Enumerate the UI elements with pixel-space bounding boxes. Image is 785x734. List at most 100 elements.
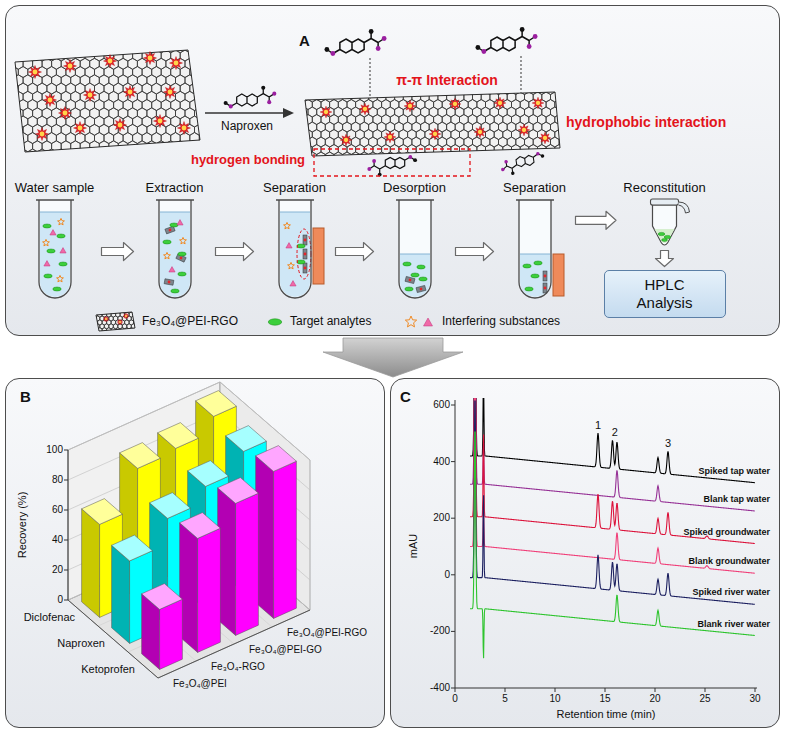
target-analyte: [42, 224, 50, 228]
molecule-bonds: [501, 153, 544, 174]
tick-label: 5: [502, 693, 508, 705]
category-label: Diclofenac: [24, 611, 75, 624]
test-tube: [396, 200, 434, 298]
target-analyte: [169, 223, 177, 227]
atom: [324, 47, 329, 52]
legend-text: Interfering substances: [442, 315, 560, 329]
nanoparticle: [320, 106, 332, 118]
category-label: Fe₃O₄-RGO: [211, 661, 265, 673]
sheet-fragment: [416, 285, 426, 292]
interaction-label: hydrophobic interaction: [566, 114, 726, 130]
nanoparticle-core: [63, 111, 68, 116]
mechanism-illustration: [0, 27, 572, 176]
bar-top: [180, 513, 221, 539]
bar-top: [218, 478, 259, 504]
atom: [541, 154, 545, 158]
nanoparticle: [303, 266, 306, 269]
vial-drawing: [619, 196, 710, 248]
flow-arrow: [656, 251, 674, 267]
recovery-bar: [180, 513, 221, 653]
tick-mark: [755, 688, 756, 692]
nanoparticle-core: [408, 104, 412, 108]
legend-icons: [89, 304, 433, 337]
magnet: [553, 254, 564, 296]
sheet-fragment: [543, 283, 547, 293]
bar-top: [112, 535, 153, 561]
naproxen-molecule: [499, 151, 546, 176]
tick-mark: [555, 688, 556, 692]
nanoparticle: [123, 313, 129, 319]
tube-drawing: [497, 196, 573, 300]
process-box: HPLC Analysis: [604, 270, 726, 318]
highlight-box: [314, 149, 470, 176]
target-analyte: [402, 262, 410, 266]
axis-line: [455, 400, 456, 688]
process-step: Water sample: [11, 180, 99, 300]
nanoparticle-core: [453, 102, 457, 106]
tick-mark: [705, 688, 706, 692]
interfering-star: [179, 237, 186, 244]
nanoparticle: [408, 278, 411, 281]
nanoparticle: [84, 89, 97, 102]
step-label: Reconstitution: [619, 180, 710, 196]
nanoparticle-core: [324, 110, 328, 114]
tick-label: 0: [452, 693, 458, 705]
target-analyte: [404, 287, 412, 291]
atom: [261, 86, 265, 90]
atom: [372, 159, 376, 163]
naproxen-molecule: [324, 29, 386, 56]
sheet-fragment-body: [175, 253, 185, 261]
tick-label: 20: [52, 564, 63, 576]
tick-label: 100: [46, 444, 63, 456]
tube-glass: [279, 200, 311, 298]
sheet-fragment-body: [416, 285, 426, 292]
interfering-triangle: [289, 280, 295, 285]
tube-rim: [516, 199, 554, 201]
atom: [408, 155, 412, 159]
liquid-surface: [520, 253, 550, 254]
recovery-bar: [142, 584, 183, 670]
tube-wall: [159, 200, 191, 298]
sheet-fragment: [303, 249, 307, 259]
interfering-star: [57, 218, 64, 225]
tube-rim: [156, 199, 194, 201]
reagent-label: Naproxen: [221, 120, 273, 134]
target-analyte: [52, 287, 60, 291]
atom: [504, 160, 508, 164]
panel-letter: C: [400, 387, 411, 404]
tube-rim: [276, 199, 314, 201]
graphene-lattice: [89, 304, 141, 337]
series-label: Spiked tap water: [698, 466, 770, 476]
transition-arrow: [323, 338, 463, 377]
nanoparticle: [144, 52, 157, 65]
tick-mark: [64, 570, 68, 571]
collection-ring: [297, 229, 311, 279]
target-analyte: [43, 274, 51, 278]
bar-front: [274, 461, 297, 618]
atom: [520, 27, 525, 32]
category-label: Fe₃O₄@PEI-RGO: [287, 627, 367, 639]
chromatogram-trace: [470, 401, 755, 604]
chromatogram-trace: [470, 398, 755, 544]
nanoparticle: [494, 97, 506, 109]
chromatogram: [451, 279, 757, 692]
atom: [511, 171, 515, 175]
nanoparticle-core: [543, 136, 547, 140]
tube-rim: [396, 199, 434, 201]
process-step: Desorption: [377, 180, 453, 300]
nanoparticle-core: [158, 119, 163, 124]
nanoparticle-core: [388, 135, 392, 139]
flow-arrow: [336, 243, 374, 261]
reagent-arrowhead: [283, 108, 294, 118]
nanoparticle: [359, 103, 371, 115]
flow-arrow: [456, 243, 494, 261]
bar-front: [198, 528, 221, 652]
liquid-surface: [40, 211, 70, 212]
test-tube: [36, 200, 74, 298]
series-label: Blank groundwater: [688, 556, 770, 566]
axis-title: Retention time (min): [556, 708, 655, 721]
bar-top: [196, 391, 237, 417]
sheet-fragment: [543, 271, 547, 281]
interfering-star: [163, 252, 170, 259]
